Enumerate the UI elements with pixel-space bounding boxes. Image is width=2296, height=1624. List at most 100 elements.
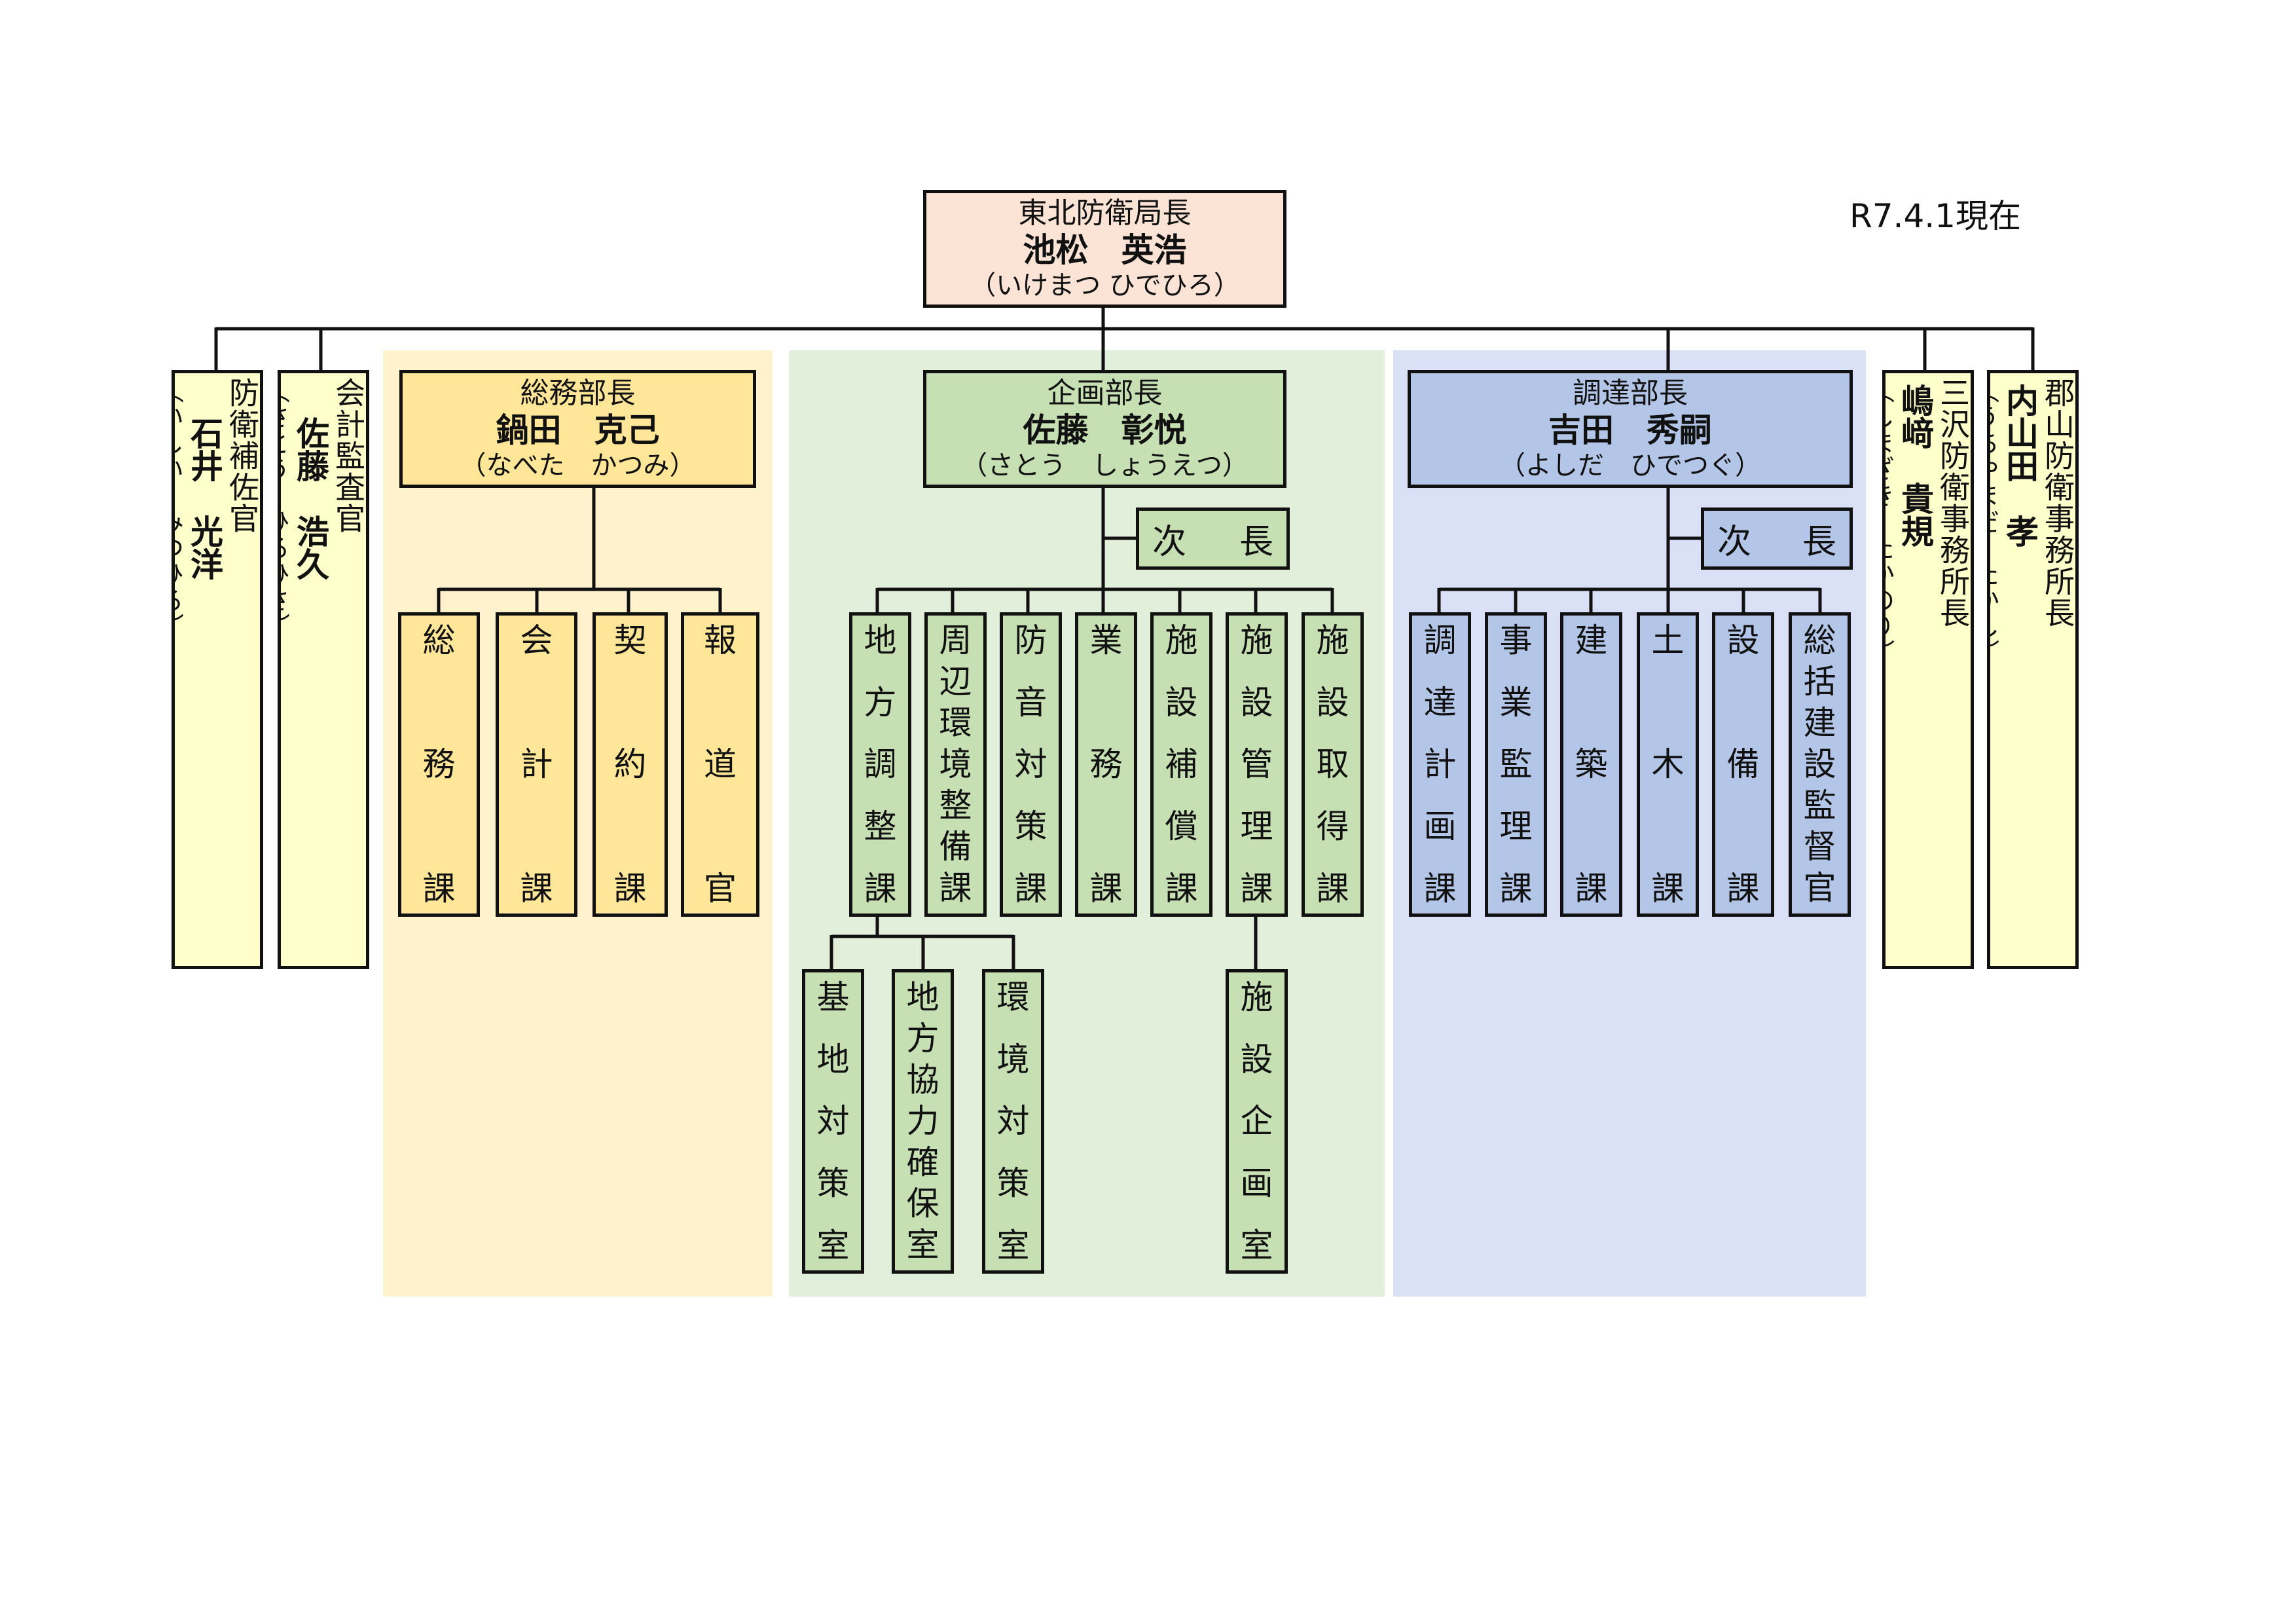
section-char: 管 [1240,745,1273,784]
section-char: 課 [613,869,647,908]
office-char: 画 [1240,1164,1273,1202]
section-char: 課 [1423,869,1457,908]
section-char: 官 [1803,869,1836,908]
kikaku-name: 佐藤 彰悦 [1023,411,1187,450]
section-shisetsu-hoshou: 施 設 補 償 課 [1150,612,1212,917]
chotatsu-name: 吉田 秀嗣 [1548,411,1712,450]
chotatsu-kana: （よしだ ひでつぐ） [1499,451,1761,481]
kikaku-kana: （さとう しょうえつ） [961,451,1248,481]
section-char: 補 [1165,745,1198,784]
section-char: 設 [1316,683,1349,722]
section-char: 督 [1803,828,1836,866]
section-char: 防 [1014,621,1048,659]
office-char: 地 [816,1040,850,1079]
section-gyoumu: 業 務 課 [1075,612,1137,917]
misawa-office-box: 三沢防衛事務所長 嶋﨑 貴規 （しまざき たかのり） [1882,370,1974,969]
section-char: 課 [864,869,897,908]
section-char: 得 [1316,807,1349,845]
office-char: 対 [996,1102,1030,1141]
advisor-name: 石井 光洋 [185,416,223,580]
section-char: 建 [1575,621,1608,659]
office-char: 環 [996,978,1030,1016]
section-char: 監 [1803,786,1836,825]
office-char: 施 [1240,978,1273,1016]
section-char: 整 [939,786,972,825]
office-chihou-kyouryoku: 地 方 協 力 確 保 室 [892,969,954,1274]
section-char: 取 [1316,745,1349,784]
misawa-kana: （しまざき たかのり） [1882,377,1894,665]
misawa-title: 三沢防衛事務所長 [1935,377,1971,629]
office-char: 地 [906,978,939,1016]
chotatsu-deputy-char: 次 [1717,523,1752,562]
section-char: 音 [1014,683,1048,722]
section-char: 計 [520,745,553,784]
auditor-name: 佐藤 浩久 [291,416,329,580]
section-char: 設 [1803,745,1836,784]
office-shisetsu-kikaku: 施 設 企 画 室 [1226,969,1288,1274]
section-char: 道 [704,745,737,784]
section-char: 報 [704,621,737,659]
misawa-name: 嶋﨑 貴規 [1896,384,1934,547]
section-char: 備 [1726,745,1760,784]
chotatsu-deputy-char: 長 [1802,523,1836,562]
section-shisetsu-shutoku: 施 設 取 得 課 [1302,612,1364,917]
section-shuuhen-kankyou: 周 辺 環 境 整 備 課 [924,612,987,917]
chotatsu-title: 調達部長 [1573,376,1688,410]
section-choutatsu-keikaku: 調 達 計 画 課 [1409,612,1471,917]
section-char: 策 [1014,807,1048,845]
koriyama-office-box: 郡山防衛事務所長 内山田 孝 （うちやまだ たかし） [1987,370,2079,969]
section-char: 施 [1165,621,1198,659]
section-char: 課 [1240,869,1273,908]
section-char: 課 [1499,869,1533,908]
section-char: 周 [939,621,972,659]
section-char: 契 [613,621,647,659]
section-char: 達 [1423,683,1457,722]
section-char: 総 [422,621,456,659]
office-char: 室 [816,1226,850,1264]
soumu-title: 総務部長 [520,376,636,410]
office-char: 策 [816,1164,850,1202]
section-char: 総 [1803,621,1836,659]
section-char: 課 [1316,869,1349,908]
section-char: 務 [1089,745,1123,784]
section-char: 課 [1651,869,1685,908]
kikaku-deputy-box: 次 長 [1136,507,1290,570]
section-char: 木 [1651,745,1685,784]
office-char: 室 [996,1226,1030,1264]
director-kana: （いけまつ ひでひろ） [970,270,1240,301]
section-char: 監 [1499,745,1533,784]
section-char: 方 [864,683,897,722]
auditor-title: 会計監査官 [331,377,366,534]
section-char: 課 [1014,869,1048,908]
section-char: 画 [1423,807,1457,845]
office-char: 設 [1240,1040,1273,1079]
office-char: 室 [1240,1226,1273,1264]
section-setsubi: 設 備 課 [1712,612,1774,917]
section-char: 計 [1423,745,1457,784]
section-char: 課 [939,869,972,908]
section-char: 環 [939,704,972,743]
section-shisetsu-kanri: 施 設 管 理 課 [1226,612,1288,917]
section-char: 課 [1726,869,1760,908]
office-char: 策 [996,1164,1030,1202]
section-char: 調 [1423,621,1457,659]
section-char: 会 [520,621,553,659]
section-char: 業 [1499,683,1533,722]
office-char: 室 [906,1226,939,1264]
section-char: 課 [520,869,553,908]
section-kaikei: 会 計 課 [496,612,577,917]
section-char: 築 [1575,745,1608,784]
section-houdoukan: 報 道 官 [681,612,759,917]
office-char: 確 [906,1143,939,1182]
section-char: 理 [1240,807,1273,845]
director-title: 東北防衛局長 [1018,196,1192,230]
section-char: 境 [939,745,972,784]
section-char: 土 [1651,621,1685,659]
section-char: 設 [1240,683,1273,722]
office-char: 基 [816,978,850,1016]
section-char: 整 [864,807,897,845]
section-bouon-taisaku: 防 音 対 策 課 [1000,612,1062,917]
section-kenchiku: 建 築 課 [1560,612,1622,917]
soumu-kana: （なべた かつみ） [460,451,696,481]
